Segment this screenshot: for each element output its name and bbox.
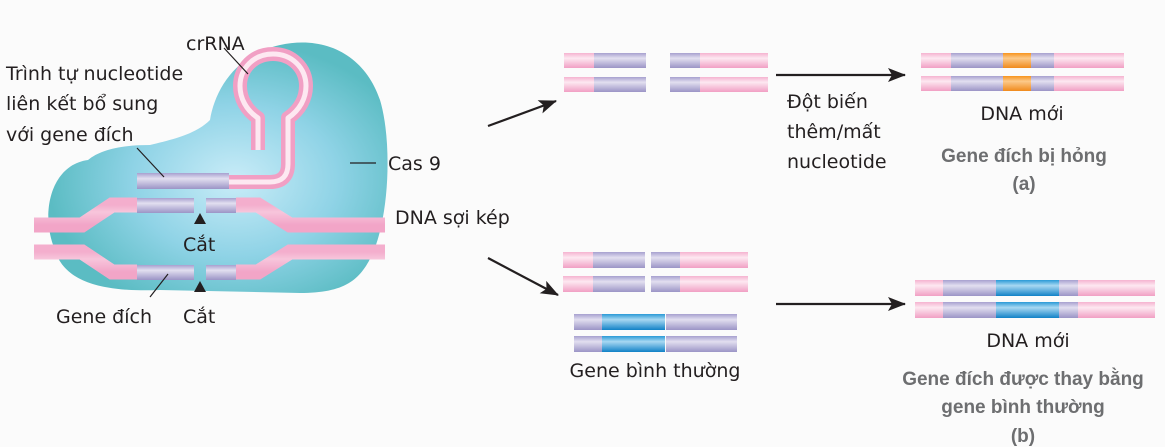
dsDNA-label: DNA sợi kép bbox=[395, 207, 510, 229]
new-dna-label-a: DNA mới bbox=[980, 103, 1063, 125]
target-gene-segment bbox=[206, 198, 236, 213]
cut-marker-bottom-icon bbox=[194, 281, 206, 292]
dna-strand-bottom bbox=[34, 244, 385, 280]
mutated-dna-a bbox=[921, 53, 1124, 91]
target-gene-segment bbox=[206, 265, 236, 280]
arrow-to-pathway-a bbox=[487, 99, 557, 128]
target-gene-segment bbox=[137, 198, 194, 213]
cut-dna-b bbox=[563, 252, 748, 292]
normal-gene-segment bbox=[996, 302, 1059, 318]
normal-gene-donor bbox=[574, 314, 737, 352]
target-gene-label: Gene đích bbox=[56, 306, 152, 328]
mutation-label-line-3: nucleotide bbox=[787, 151, 887, 173]
complementary-label-line-2: liên kết bổ sung bbox=[6, 93, 158, 115]
target-gene-leader-line bbox=[149, 273, 169, 298]
target-gene-segment bbox=[137, 265, 194, 280]
crRNA-leader-line bbox=[223, 47, 249, 75]
crRNA-label: crRNA bbox=[186, 33, 245, 55]
cas9-label: Cas 9 bbox=[388, 153, 441, 175]
guide-leader-line bbox=[136, 147, 165, 178]
mutation-label-line-2: thêm/mất bbox=[787, 121, 881, 143]
repaired-dna-b bbox=[915, 280, 1155, 318]
cut-label-top: Cắt bbox=[183, 233, 215, 256]
cut-label-bottom: Cắt bbox=[183, 305, 215, 328]
normal-gene-label: Gene bình thường bbox=[570, 360, 741, 382]
dna-strand-top bbox=[34, 197, 385, 233]
caption-b-tag: (b) bbox=[1011, 426, 1035, 447]
new-dna-label-b: DNA mới bbox=[986, 330, 1069, 352]
normal-gene-segment bbox=[996, 280, 1059, 296]
cut-marker-top-icon bbox=[194, 213, 206, 224]
mutation-segment bbox=[1003, 53, 1031, 68]
complementary-label-line-3: với gene đích bbox=[6, 124, 134, 146]
mutation-label-line-1: Đột biến bbox=[787, 91, 868, 113]
mutation-segment bbox=[1003, 76, 1031, 91]
complementary-label-line-1: Trình tự nucleotide bbox=[5, 63, 183, 85]
caption-a: Gene đích bị hỏng bbox=[941, 146, 1107, 167]
caption-a-tag: (a) bbox=[1012, 174, 1035, 195]
cut-dna-a bbox=[564, 53, 768, 92]
caption-b-line-1: Gene đích được thay bằng bbox=[902, 368, 1144, 390]
crRNA bbox=[137, 47, 313, 189]
caption-b-line-2: gene bình thường bbox=[941, 397, 1104, 418]
arrow-to-pathway-b bbox=[487, 257, 559, 296]
guide-sequence bbox=[137, 173, 229, 189]
